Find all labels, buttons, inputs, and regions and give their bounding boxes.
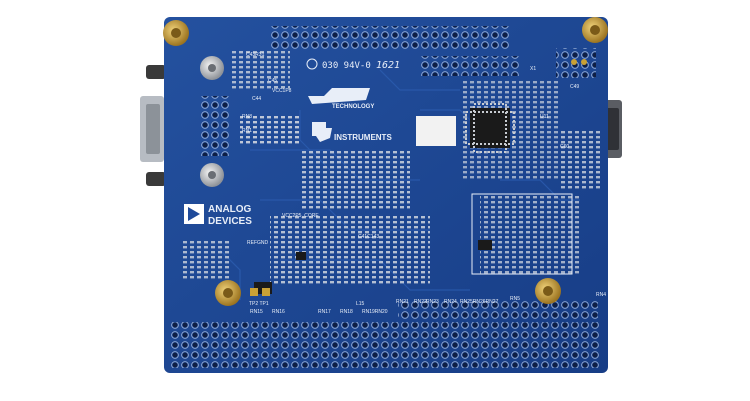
bottom-pin-header	[170, 322, 600, 368]
label-rn8: RN8	[242, 114, 252, 120]
label-rn23: RN23	[426, 299, 439, 305]
label-x1: X1	[530, 66, 536, 72]
silver-screw-top	[200, 56, 224, 80]
pcb-stamp: 030 94V-0 1621	[306, 58, 400, 71]
label-tp: TP2 TP1	[249, 301, 269, 307]
connector-tab-bottom	[146, 172, 166, 186]
label-rn16: RN16	[272, 309, 285, 315]
label-vcc2p5-core: VCC2P5_CORE	[282, 213, 319, 219]
silver-screw-bottom	[200, 163, 224, 187]
label-rn5: RN5	[510, 296, 520, 302]
qfp-chip	[465, 103, 515, 153]
label-c49: C49	[570, 84, 579, 90]
gold-standoff-br	[535, 278, 561, 304]
label-rn21: RN21	[396, 299, 409, 305]
bottom-pin-header-2	[398, 300, 598, 320]
label-rn1: RN1	[242, 128, 252, 134]
label-rn19: RN19RN20	[362, 309, 388, 315]
lt-logo-text: TECHNOLOGY	[332, 104, 374, 110]
top-pin-header-2	[420, 56, 520, 76]
label-c141: C41C143	[358, 234, 379, 240]
label-rn17: RN17	[318, 309, 331, 315]
label-c60: C60	[560, 144, 569, 150]
analog-devices-logo: ANALOG DEVICES	[184, 204, 252, 227]
label-refgnd: REFGND	[247, 240, 269, 246]
ti-logo: INSTRUMENTS	[312, 122, 392, 142]
label-rn18: RN18	[340, 309, 353, 315]
stamp-date: 1621	[376, 60, 400, 71]
label-rn22: RN22	[414, 299, 427, 305]
label-c44: C44	[252, 96, 261, 102]
gold-standoff-tl	[163, 20, 189, 46]
left-pin-block	[200, 96, 230, 156]
top-pin-header	[270, 26, 510, 50]
label-rn24: RN24	[444, 299, 457, 305]
analog-logo-line2: DEVICES	[208, 216, 252, 227]
analog-logo-line1: ANALOG	[208, 204, 252, 215]
label-rn15: RN15	[250, 309, 263, 315]
label-vcc1p8: VCC1P8	[272, 88, 292, 94]
label-rn4: RN4	[596, 292, 606, 298]
connector-tab-top	[146, 65, 166, 79]
stamp-code: 030 94V-0	[322, 61, 371, 71]
vga-connector	[140, 96, 164, 162]
label-c43: C43R31	[246, 52, 265, 58]
gold-standoff-bl	[215, 280, 241, 306]
label-u11: U11	[540, 114, 549, 120]
gold-standoff-tr	[582, 17, 608, 43]
label-l15: L15	[356, 301, 365, 307]
label-rn25: RN25RN26RN27	[460, 299, 499, 305]
label-c45: C45	[268, 78, 277, 84]
blank-label	[416, 116, 456, 146]
silkscreen-outline	[471, 193, 573, 275]
lt-logo: TECHNOLOGY	[308, 88, 374, 110]
ti-logo-text: INSTRUMENTS	[334, 133, 392, 142]
